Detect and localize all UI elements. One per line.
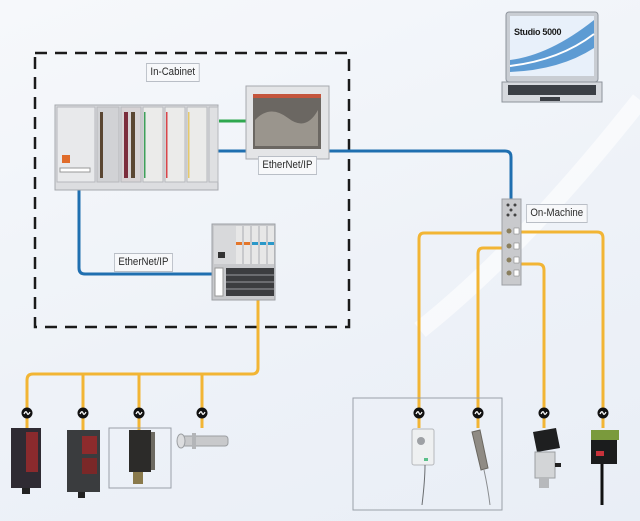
in-cabinet-label: In-Cabinet	[146, 63, 200, 82]
photoelectric-sensor-1[interactable]	[11, 428, 41, 494]
connector-icon	[21, 407, 33, 419]
pressure-sensor[interactable]	[533, 428, 561, 488]
distributed-io-device[interactable]	[211, 223, 276, 301]
connector-icon	[472, 407, 484, 419]
connector-icon	[538, 407, 550, 419]
background-swoosh	[414, 94, 640, 338]
compact-photoelectric-sensor[interactable]	[129, 430, 155, 484]
flat-inductive-sensor[interactable]	[411, 428, 435, 506]
slim-sensor[interactable]	[471, 429, 491, 506]
ethernet-ip-label-top: EtherNet/IP	[258, 156, 317, 175]
connector-icon	[413, 407, 425, 419]
sensor-group-frame-right	[352, 397, 503, 511]
color-contrast-sensor[interactable]	[591, 430, 619, 505]
ethernet-ip-label-bottom: EtherNet/IP	[114, 253, 173, 272]
io-link-left-tree	[25, 300, 260, 432]
sensor-group-frame-left	[108, 427, 172, 489]
connector-icons	[21, 407, 609, 419]
cylindrical-proximity-sensor[interactable]	[176, 433, 229, 449]
connector-icon	[133, 407, 145, 419]
laptop-device[interactable]	[501, 11, 603, 103]
on-machine-io-block[interactable]	[501, 198, 522, 286]
laptop-screen-title: Studio 5000	[514, 27, 562, 37]
connector-icon	[196, 407, 208, 419]
hmi-panel[interactable]	[245, 85, 330, 160]
in-cabinet-boundary	[33, 51, 351, 329]
connector-icon	[597, 407, 609, 419]
photoelectric-sensor-2[interactable]	[67, 430, 100, 498]
on-machine-label: On-Machine	[526, 204, 588, 223]
ethernet-link-controller-to-onmachine	[218, 149, 513, 200]
ethernet-link-controller-to-io	[77, 190, 212, 276]
connector-icon	[77, 407, 89, 419]
controller-device[interactable]	[54, 104, 219, 191]
io-link-right-tree	[417, 230, 605, 428]
